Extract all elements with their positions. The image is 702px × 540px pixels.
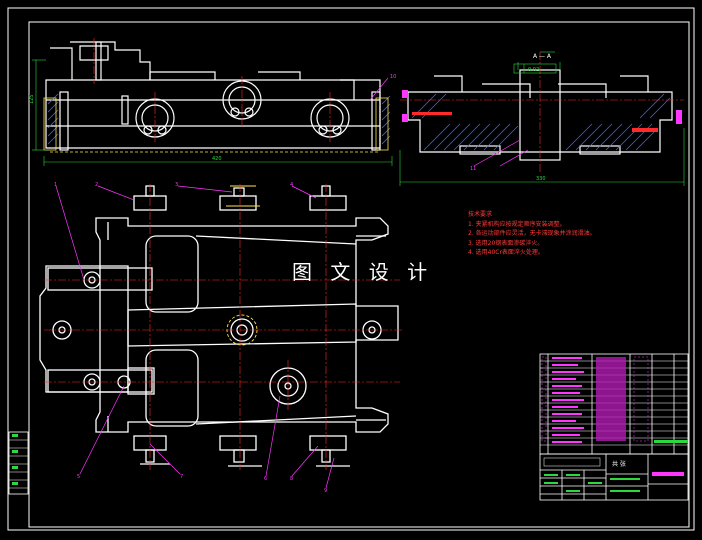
dim-front-height: 125 xyxy=(29,94,35,104)
balloon-3: 3 xyxy=(175,182,178,188)
plan-view xyxy=(39,185,399,467)
title-block xyxy=(539,453,689,501)
drawing-frame xyxy=(7,7,695,531)
section-view-accents xyxy=(402,90,682,132)
watermark-text: 图 文 设 计 xyxy=(292,260,434,284)
dim-front-width: 420 xyxy=(212,156,222,162)
plan-view-leaders xyxy=(55,77,529,489)
section-view-dimensions xyxy=(399,51,685,186)
tech-note-item: 4. 选用40Cr表面淬火处理。 xyxy=(468,249,544,256)
balloon-9: 9 xyxy=(324,488,327,494)
dim-section-width: 330 xyxy=(536,176,546,182)
balloon-8: 8 xyxy=(290,476,293,482)
balloon-11: 11 xyxy=(470,166,476,172)
balloon-7: 7 xyxy=(180,474,183,480)
tolerance-value: 0.02 xyxy=(528,67,539,73)
section-view-hatch xyxy=(411,93,671,151)
tech-note-item: 1. 夹紧机构应按规定顺序安装调整。 xyxy=(468,220,566,228)
balloon-4: 4 xyxy=(290,182,293,188)
title-block-fill xyxy=(543,457,684,492)
side-stamp-table xyxy=(8,431,29,495)
tech-notes-title: 技术要求 xyxy=(468,211,493,218)
bom-fill xyxy=(541,356,688,443)
tech-notes: 技术要求 1. 夹紧机构应按规定顺序安装调整。 2. 各运动部件应灵活，无卡滞现… xyxy=(468,210,596,258)
balloon-labels: 1 2 3 4 5 6 7 8 9 10 11 xyxy=(54,74,476,494)
plan-view-centerlines xyxy=(44,184,404,470)
balloon-1: 1 xyxy=(54,182,57,188)
tech-note-item: 2. 各运动部件应灵活，无卡滞现象并涂润滑油。 xyxy=(468,230,596,237)
front-view-centerlines xyxy=(93,38,331,142)
section-label: A — A xyxy=(533,53,552,60)
balloon-6: 6 xyxy=(264,476,267,482)
front-view-accents xyxy=(43,97,389,153)
section-view-centerlines xyxy=(400,52,684,172)
balloon-10: 10 xyxy=(390,74,396,80)
front-view-dimensions xyxy=(32,59,393,166)
balloon-2: 2 xyxy=(95,182,98,188)
tech-note-item: 3. 选用20钢表面渗碳淬火。 xyxy=(468,239,544,247)
sheet-label: 共 张 xyxy=(612,460,626,468)
front-view xyxy=(45,41,381,151)
balloon-5: 5 xyxy=(77,474,80,480)
